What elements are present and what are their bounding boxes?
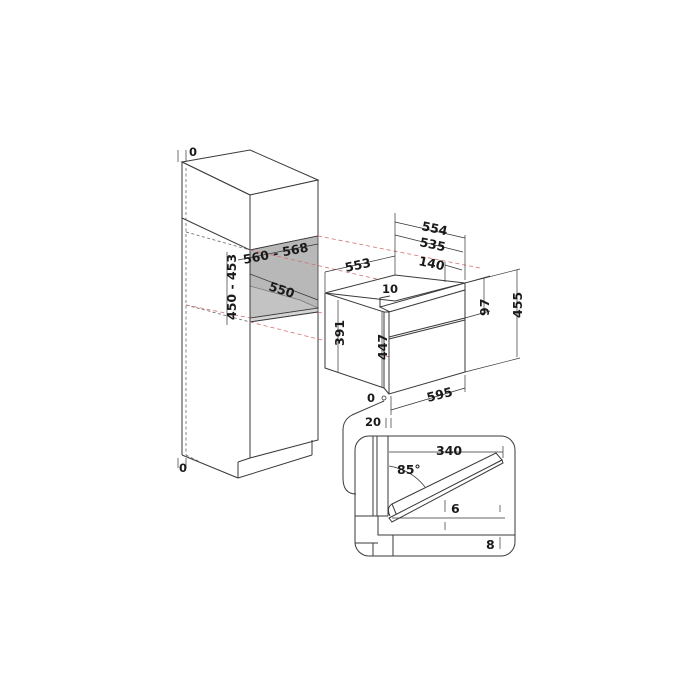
oven-overall-height: 455 xyxy=(510,292,525,318)
oven-front-height: 447 xyxy=(375,334,390,360)
oven-depth-rear-step: 140 xyxy=(417,253,446,273)
door-opening-angle: 85° xyxy=(397,462,421,477)
oven-body-width-top: 553 xyxy=(344,255,373,275)
oven-control-panel-height: 97 xyxy=(477,299,492,316)
cabinet-top-gap: 0 xyxy=(189,145,197,159)
oven-bottom-offset: 0 xyxy=(367,391,375,405)
door-gap-top: 6 xyxy=(451,501,460,516)
oven-depth-body: 535 xyxy=(418,234,447,254)
oven-depth-total: 554 xyxy=(420,218,449,238)
oven-front-thickness: 20 xyxy=(365,415,381,429)
oven-body xyxy=(324,274,466,401)
cabinet-bottom-gap: 0 xyxy=(179,461,187,475)
oven-front-lip: 10 xyxy=(382,282,398,296)
door-detail-callout: 85° 340 6 8 xyxy=(342,400,516,557)
oven-body-height: 391 xyxy=(332,320,347,346)
door-length: 340 xyxy=(436,443,462,458)
niche-height: 450 - 453 xyxy=(224,254,239,320)
tall-cabinet xyxy=(180,149,320,479)
oven-width: 595 xyxy=(425,384,454,405)
door-gap-bottom: 8 xyxy=(486,537,495,552)
oven-dimensions: 554 535 140 553 10 97 455 391 447 xyxy=(324,213,525,429)
hinge-marker-icon xyxy=(381,395,387,401)
